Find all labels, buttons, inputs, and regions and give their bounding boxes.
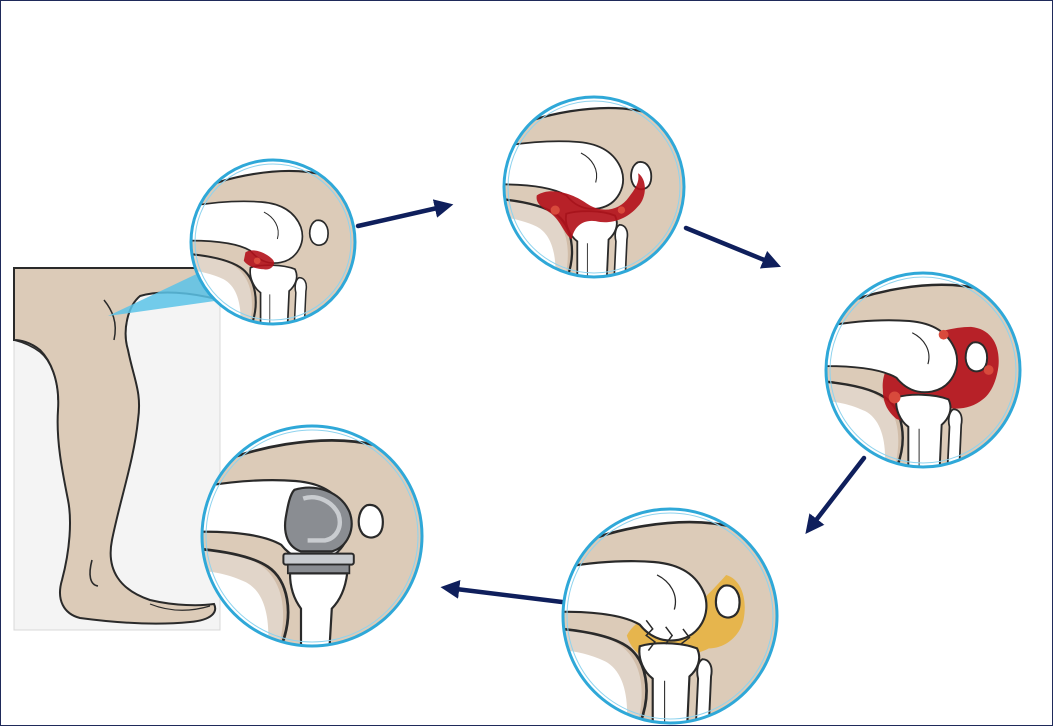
knee-severe-inflammation-icon: [826, 272, 1023, 468]
arrow-stage4-to-stage5: [448, 588, 562, 602]
arrow-stage2-to-stage3: [686, 228, 774, 264]
arrow-stage3-to-stage4: [810, 458, 864, 528]
knee-joint-replacement-icon: [202, 426, 423, 646]
arrow-stage1-to-stage2: [358, 206, 446, 226]
knee-moderate-inflammation-icon: [500, 96, 685, 280]
leg-illustration: [14, 268, 220, 630]
knee-bone-damage-icon: [562, 508, 779, 724]
